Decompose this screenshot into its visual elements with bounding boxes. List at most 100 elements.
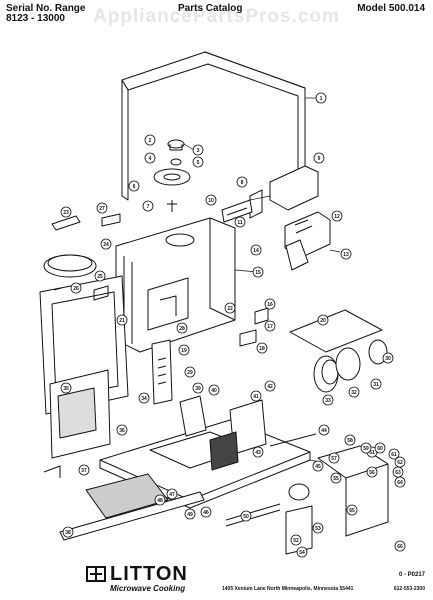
callout-label-63: 63 (395, 470, 401, 476)
exploded-parts-diagram: 1234567891011121314151617181920212223242… (39, 51, 406, 558)
callout-circle-43 (252, 446, 264, 458)
brand-subtitle: Microwave Cooking (110, 584, 186, 593)
callout-label-16: 16 (267, 302, 273, 308)
callout-circle-39 (192, 382, 204, 394)
callout-label-58: 58 (347, 438, 353, 444)
callout-circle-65 (346, 504, 358, 516)
callout-circle-26 (70, 282, 82, 294)
callout-circle-10 (205, 194, 217, 206)
door-assembly (39, 275, 129, 459)
callout-label-52: 52 (293, 538, 299, 544)
callout-circle-35 (60, 382, 72, 394)
callout-circle-32 (348, 386, 360, 398)
callout-label-39: 39 (195, 386, 201, 392)
callout-label-22: 22 (227, 306, 233, 312)
callout-circle-47 (166, 488, 178, 500)
callout-label-3: 3 (197, 148, 200, 154)
callout-label-37: 37 (81, 468, 87, 474)
callout-circle-36 (116, 424, 128, 436)
model-number: Model 500.014 (357, 3, 425, 14)
callout-circle-25 (94, 270, 106, 282)
callout-label-40: 40 (211, 388, 217, 394)
callout-label-66: 66 (397, 544, 403, 550)
callout-circle-21 (116, 314, 128, 326)
callout-circle-38 (62, 526, 74, 538)
callout-label-6: 6 (133, 184, 136, 190)
callout-circle-14 (250, 244, 262, 256)
callout-circle-58 (344, 434, 356, 446)
callout-circle-59 (360, 442, 372, 454)
callout-circle-3 (192, 144, 204, 156)
callout-label-26: 26 (73, 286, 79, 292)
callout-label-25: 25 (97, 274, 103, 280)
callout-circle-1 (315, 92, 327, 104)
callout-label-11: 11 (237, 220, 243, 226)
callout-label-46: 46 (203, 510, 209, 516)
callout-circle-37 (78, 464, 90, 476)
callout-label-50: 50 (243, 514, 249, 520)
callout-circle-12 (331, 210, 343, 222)
callout-circle-57 (328, 452, 340, 464)
catalog-title: Parts Catalog (178, 3, 243, 14)
transformer-assembly (284, 211, 331, 271)
callout-label-64: 64 (397, 480, 403, 486)
callout-label-38: 38 (65, 530, 71, 536)
callout-label-45: 45 (315, 464, 321, 470)
footer (0, 560, 433, 600)
callout-label-21: 21 (119, 318, 125, 324)
callout-circle-19 (178, 344, 190, 356)
callout-label-42: 42 (267, 384, 273, 390)
waveguide-parts (221, 165, 319, 223)
callout-label-1: 1 (320, 96, 323, 102)
callout-circle-22 (224, 302, 236, 314)
callout-label-57: 57 (331, 456, 337, 462)
part-callouts: 1234567891011121314151617181920212223242… (60, 92, 406, 558)
callout-label-55: 55 (333, 476, 339, 482)
callout-label-23: 23 (63, 210, 69, 216)
callout-circle-54 (296, 546, 308, 558)
grille-and-trim (59, 473, 205, 541)
callout-circle-64 (394, 476, 406, 488)
callout-circle-7 (142, 200, 154, 212)
callout-label-12: 12 (334, 214, 340, 220)
callout-label-5: 5 (197, 160, 200, 166)
callout-label-20: 20 (320, 318, 326, 324)
serial-range-value: 8123 - 13000 (6, 13, 65, 24)
callout-circle-46 (200, 506, 212, 518)
misc-brackets (43, 213, 121, 478)
callout-circle-55 (330, 472, 342, 484)
callout-circle-48 (154, 494, 166, 506)
control-panel (151, 339, 173, 405)
callout-label-48: 48 (157, 498, 163, 504)
callout-label-28: 28 (179, 326, 185, 332)
callout-circle-18 (256, 342, 268, 354)
callout-label-59: 59 (363, 446, 369, 452)
callout-label-29: 29 (187, 370, 193, 376)
callout-circle-23 (60, 206, 72, 218)
serial-range-title: Serial No. Range (6, 3, 86, 14)
callout-circle-52 (290, 534, 302, 546)
callout-label-19: 19 (181, 348, 187, 354)
callout-label-56: 56 (369, 470, 375, 476)
callout-circle-45 (312, 460, 324, 472)
callout-circle-44 (318, 424, 330, 436)
callout-circle-6 (128, 180, 140, 192)
callout-label-13: 13 (343, 252, 349, 258)
callout-circle-41 (250, 390, 262, 402)
callout-circle-8 (236, 176, 248, 188)
callout-label-61: 61 (391, 452, 397, 458)
callout-label-65: 65 (349, 508, 355, 514)
brand-name: LITTON (110, 563, 188, 585)
callout-circle-29 (184, 366, 196, 378)
stirrer-assembly (153, 139, 191, 212)
diagram-code: 0 - P0217 (398, 572, 425, 578)
callout-circle-60 (374, 442, 386, 454)
callout-label-10: 10 (208, 198, 214, 204)
callout-label-31: 31 (373, 382, 379, 388)
callout-circle-49 (184, 508, 196, 520)
company-phone: 612-553-2300 (393, 586, 425, 592)
callout-label-49: 49 (187, 512, 193, 518)
callout-circle-5 (192, 156, 204, 168)
cabinet-cover (121, 51, 306, 201)
callout-label-43: 43 (255, 450, 261, 456)
